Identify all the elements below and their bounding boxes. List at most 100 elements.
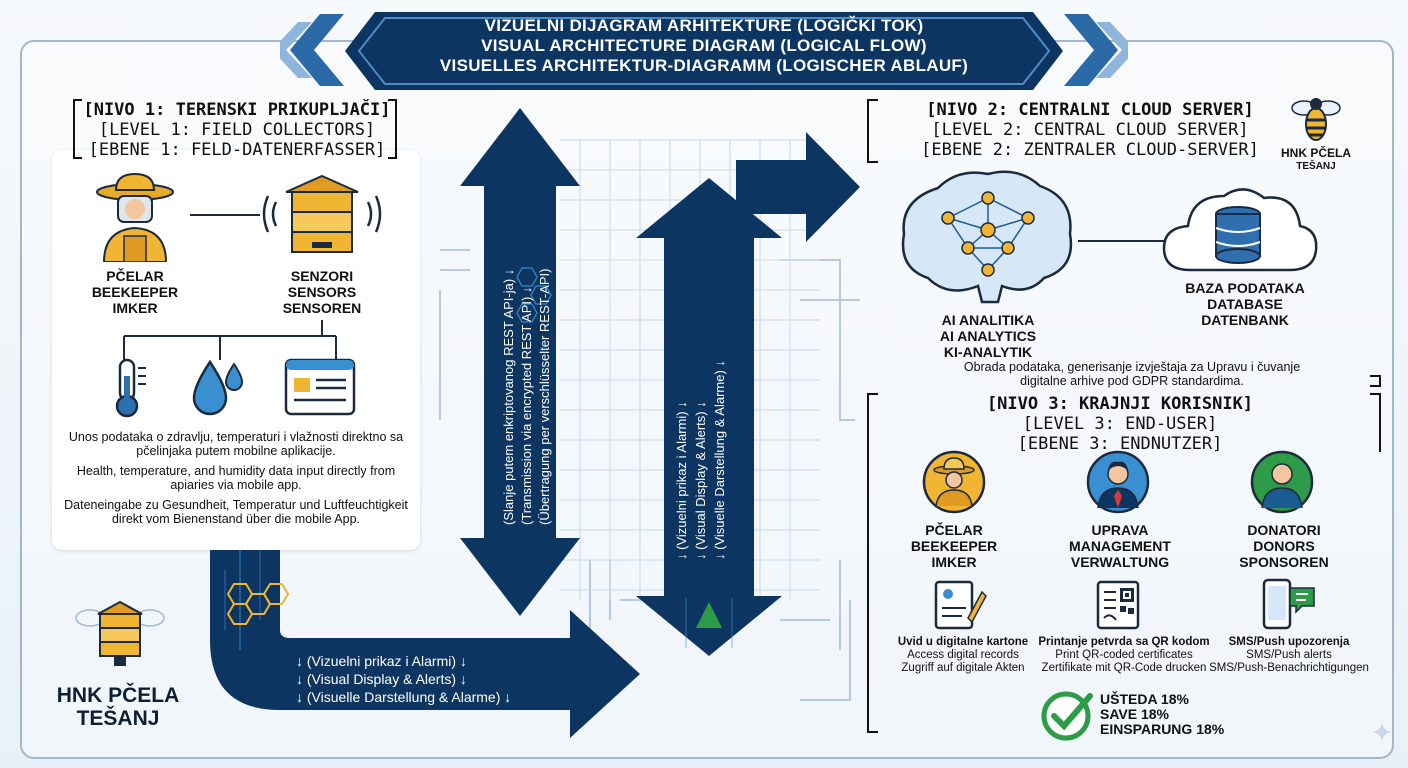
beekeeper-en: BEEKEEPER: [91, 284, 179, 300]
upload-de: (Übertragung per verschlüsselter REST-AP…: [537, 268, 552, 525]
user3-en: DONORS: [1253, 538, 1315, 554]
bee-logo-icon: [1291, 98, 1341, 141]
sensor-tree-lines: [123, 320, 337, 360]
banner-left-chevrons: [280, 14, 344, 86]
sparkle-icon: [1372, 722, 1392, 742]
user-donors-label: DONATORI DONORS SPONSOREN: [1222, 522, 1346, 570]
ai-brain-icon: [901, 170, 1073, 304]
logo-top-line1: HNK PČELA: [1280, 146, 1351, 160]
level1-desc-de: Dateneingabe zu Gesundheit, Temperatur u…: [64, 498, 408, 526]
display-h-de: ↓ (Visuelle Darstellung & Alarme) ↓: [296, 689, 512, 705]
display-h-en: ↓ (Visual Display & Alerts) ↓: [296, 671, 467, 687]
ai-analytics-label: AI ANALITIKA AI ANALYTICS KI-ANALYTIK: [918, 312, 1058, 360]
qr-certificate-icon: [1096, 580, 1140, 630]
user3-de: SPONSOREN: [1239, 554, 1329, 570]
display-v-de: ↓ (Visuelle Darstellung & Alarme) ↓: [712, 360, 727, 560]
manager-avatar-icon: [1086, 450, 1150, 514]
level1-title-en: [LEVEL 1: FIELD COLLECTORS]: [98, 120, 376, 140]
caption2-bs: Printanje petvrda sa QR kodom: [1038, 636, 1210, 648]
level1-panel: [52, 150, 420, 550]
saving-en: SAVE 18%: [1100, 706, 1169, 722]
level1-desc-en: Health, temperature, and humidity data i…: [76, 464, 396, 492]
upload-bs: (Slanje putem enkriptovanog REST API-ja)…: [501, 268, 516, 525]
caption3-de: SMS/Push-Benachrichtigungen: [1209, 662, 1369, 674]
sensors-bs: SENZORI: [290, 268, 354, 284]
level3-title-en: [LEVEL 3: END-USER]: [1022, 414, 1218, 434]
ai-de: KI-ANALYTIK: [943, 344, 1033, 360]
logo-bottom-line1: HNK PČELA: [56, 684, 180, 707]
user-beekeeper-label: PČELAR BEEKEEPER IMKER: [894, 522, 1014, 570]
sms-push-icon: [1262, 578, 1315, 630]
user-donors-caption: SMS/Push upozorenja SMS/Push alerts SMS/…: [1206, 636, 1372, 675]
database-label: BAZA PODATAKA DATABASE DATENBANK: [1170, 280, 1320, 328]
level1-sensors-label: SENZORI SENSORS SENSOREN: [262, 268, 382, 316]
level3-title-de: [EBENE 3: ENDNUTZER]: [1017, 434, 1223, 454]
header-title: VIZUELNI DIJAGRAM ARHITEKTURE (LOGIČKI T…: [345, 16, 1063, 76]
level1-beekeeper-label: PČELAR BEEKEEPER IMKER: [80, 268, 190, 316]
ai-bs: AI ANALITIKA: [941, 312, 1035, 328]
db-bs: BAZA PODATAKA: [1185, 280, 1305, 296]
display-v-en: ↓ (Visual Display & Alerts) ↓: [693, 401, 708, 560]
level2-title-de: [EBENE 2: ZENTRALER CLOUD-SERVER]: [921, 140, 1259, 160]
level2-title: [NIVO 2: CENTRALNI CLOUD SERVER] [LEVEL …: [880, 100, 1300, 160]
caption1-bs: Uvid u digitalne kartone: [897, 636, 1029, 648]
check-badge-icon: [1041, 691, 1093, 741]
display-h-bs: ↓ (Vizuelni prikaz i Alarmi) ↓: [296, 653, 467, 669]
banner-right-chevrons: [1064, 14, 1128, 86]
level2-description: Obrada podataka, generisanje izvještaja …: [963, 360, 1301, 388]
logo-top-line2: TEŠANJ: [1296, 161, 1336, 172]
level2-title-en: [LEVEL 2: CENTRAL CLOUD SERVER]: [931, 120, 1249, 140]
level1-description: Unos podataka o zdravlju, temperaturi i …: [64, 430, 408, 526]
logo-bottom-text: HNK PČELA TEŠANJ: [48, 684, 188, 730]
db-de: DATENBANK: [1201, 312, 1289, 328]
level1-title-bs: [NIVO 1: TERENSKI PRIKUPLJAČI]: [83, 100, 391, 120]
user2-de: VERWALTUNG: [1070, 554, 1170, 570]
cloud-database-icon: [1162, 188, 1318, 272]
level1-desc-bs: Unos podataka o zdravlju, temperaturi i …: [68, 430, 404, 458]
caption1-en: Access digital records: [907, 649, 1019, 661]
level3-title-bs: [NIVO 3: KRAJNJI KORISNIK]: [986, 394, 1254, 414]
caption1-de: Zugriff auf digitale Akten: [901, 662, 1025, 674]
hive-logo-icon: [75, 600, 165, 666]
display-flow-arrow-horizontal: [210, 550, 640, 738]
beekeeper-icon: [96, 172, 174, 262]
upload-en: (Transmission via encrypted REST API) ↓: [519, 286, 534, 525]
mobile-app-screen-icon: [284, 358, 356, 416]
user1-de: IMKER: [931, 554, 977, 570]
beekeeper-bs: PČELAR: [106, 268, 164, 284]
digital-record-icon: [934, 580, 987, 630]
to-cloud-arrow: [736, 132, 860, 242]
user-beekeeper-caption: Uvid u digitalne kartone Access digital …: [888, 636, 1038, 675]
honeycomb-cluster: [226, 583, 290, 625]
level3-bracket: [867, 393, 1381, 733]
level1-title-bracket: [73, 99, 397, 159]
saving-text: UŠTEDA 18% SAVE 18% EINSPARUNG 18%: [1100, 692, 1224, 737]
header-line-1: VIZUELNI DIJAGRAM ARHITEKTURE (LOGIČKI T…: [484, 16, 924, 35]
ai-en: AI ANALYTICS: [939, 328, 1037, 344]
humidity-drops-icon: [192, 359, 244, 416]
display-v-bs: ↓ (Vizuelni prikaz i Alarmi) ↓: [674, 401, 689, 560]
db-en: DATABASE: [1207, 296, 1283, 312]
level1-title: [NIVO 1: TERENSKI PRIKUPLJAČI] [LEVEL 1:…: [82, 100, 392, 160]
display-vertical-text: ↓ (Vizuelni prikaz i Alarmi) ↓ ↓ (Visual…: [672, 360, 729, 560]
user-management-label: UPRAVA MANAGEMENT VERWALTUNG: [1058, 522, 1182, 570]
header-line-2: VISUAL ARCHITECTURE DIAGRAM (LOGICAL FLO…: [481, 36, 927, 55]
level1-title-de: [EBENE 1: FELD-DATENERFASSER]: [88, 140, 386, 160]
level2-bracket: [867, 99, 1381, 387]
user-management-caption: Printanje petvrda sa QR kodom Print QR-c…: [1036, 636, 1212, 675]
user3-bs: DONATORI: [1247, 522, 1321, 538]
upload-double-arrow: [460, 108, 580, 616]
display-horizontal-text: ↓ (Vizuelni prikaz i Alarmi) ↓ ↓ (Visual…: [296, 652, 511, 706]
caption2-en: Print QR-coded certificates: [1055, 649, 1193, 661]
beehive-sensor-icon: [262, 174, 382, 253]
donor-avatar-icon: [1250, 450, 1314, 514]
ai-db-connector: [1078, 240, 1168, 242]
user1-bs: PČELAR: [925, 522, 983, 538]
sensors-en: SENSORS: [287, 284, 357, 300]
level3-title: [NIVO 3: KRAJNJI KORISNIK] [LEVEL 3: END…: [960, 394, 1280, 454]
user2-en: MANAGEMENT: [1069, 538, 1171, 554]
user1-en: BEEKEEPER: [910, 538, 998, 554]
sensors-de: SENSOREN: [282, 300, 362, 316]
beekeeper-sensor-connector: [190, 214, 260, 216]
